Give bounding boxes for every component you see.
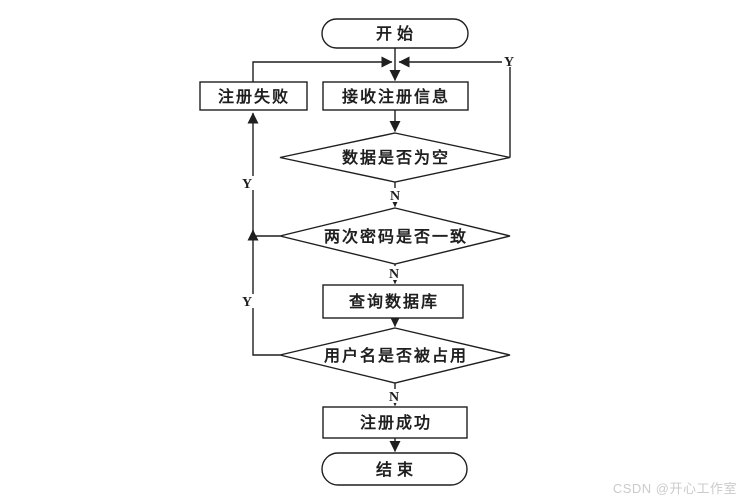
receive-info-process: [322, 81, 469, 111]
end-terminator: [321, 452, 468, 486]
label-halo: [240, 176, 254, 190]
csdn-watermark: CSDN @开心工作室: [613, 481, 737, 496]
passwords-match-decision: [279, 207, 511, 265]
register-success-process: [322, 406, 468, 439]
register-fail-label: 注册失败: [218, 87, 290, 106]
label-halo: [240, 294, 254, 308]
label-halo: [502, 54, 516, 67]
label-halo: [387, 266, 401, 280]
end-label: 结束: [375, 460, 418, 479]
register-fail-process: [199, 81, 308, 111]
nodes: 开始 注册失败 接收注册信息 数据是否为空 两次密码是否一致 查询数据库 用户名…: [199, 18, 511, 486]
query-database-process: [322, 284, 464, 319]
edge-fail-to-merge: [252, 56, 393, 82]
data-empty-yes-label: Y: [504, 55, 514, 70]
data-empty-decision: [279, 132, 511, 183]
data-empty-label: 数据是否为空: [342, 148, 450, 167]
branch-labels: Y N Y N Y N: [240, 54, 516, 405]
register-success-label: 注册成功: [360, 413, 432, 432]
data-empty-no-label: N: [390, 189, 400, 204]
start-terminator: [321, 18, 469, 49]
label-halo: [388, 188, 402, 202]
passwords-match-label: 两次密码是否一致: [324, 227, 468, 246]
label-halo: [387, 389, 401, 403]
passwords-yes-label: Y: [242, 177, 252, 192]
receive-info-label: 接收注册信息: [342, 87, 450, 106]
passwords-no-label: N: [389, 267, 399, 282]
username-no-label: N: [389, 390, 399, 405]
start-label: 开始: [376, 24, 418, 43]
username-yes-label: Y: [242, 295, 252, 310]
query-database-label: 查询数据库: [349, 292, 439, 311]
edge-passwords-yes-to-fail: [247, 112, 280, 237]
username-taken-label: 用户名是否被占用: [324, 346, 468, 365]
edge-username-yes-to-fail: [247, 229, 280, 356]
username-taken-decision: [279, 327, 511, 384]
